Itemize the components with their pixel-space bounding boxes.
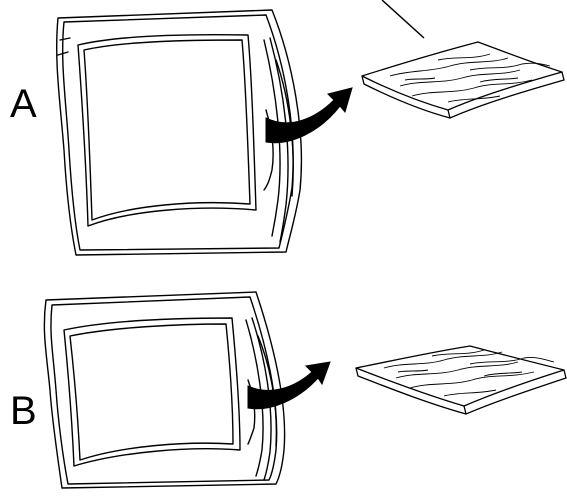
pad-a-thickness — [361, 71, 565, 119]
pouch-b-outer — [43, 291, 286, 489]
pad-b-top — [355, 345, 565, 407]
pouch-a-top-left-edge — [57, 37, 71, 56]
pouch-a-window-inner — [83, 39, 251, 221]
pad-b-thickness — [355, 367, 567, 415]
pointer-line — [381, 0, 425, 39]
pouch-a-outer — [55, 9, 303, 256]
panel-b — [43, 291, 286, 489]
panel-a-label: A — [10, 82, 37, 126]
pouch-b-right-edge-1 — [245, 319, 264, 477]
pouch-b-window — [63, 317, 241, 467]
pad-a-texture — [389, 53, 551, 103]
pouch-b-inner-border — [50, 296, 278, 485]
pouch-b-window-inner — [69, 323, 234, 461]
pouch-a-right-edge-2 — [269, 37, 289, 243]
pad-a — [361, 41, 565, 119]
panel-b-label: B — [10, 389, 37, 433]
arrow-a — [265, 87, 353, 144]
pad-b-texture — [383, 349, 555, 397]
pouch-a-window — [77, 34, 257, 227]
pad-a-thickness-line — [447, 109, 451, 119]
pad-b-thickness-line — [463, 405, 467, 415]
pouch-a-inner-border — [61, 14, 294, 251]
pouch-b-right-edge-2 — [251, 317, 272, 481]
pad-b — [355, 345, 567, 415]
panel-a — [55, 9, 303, 256]
arrow-b — [247, 361, 331, 410]
pouch-a-right-edge-1 — [263, 39, 281, 237]
